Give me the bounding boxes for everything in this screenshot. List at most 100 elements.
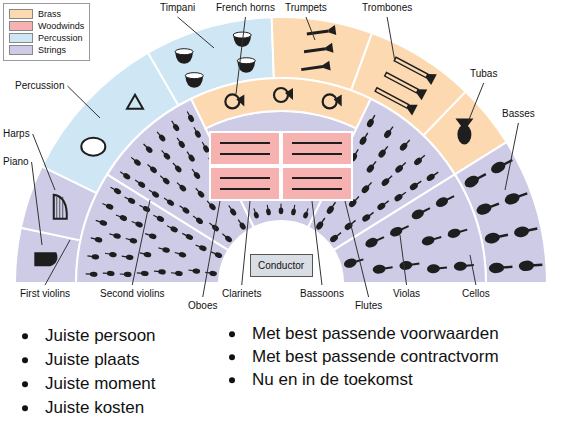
string-body — [214, 251, 223, 259]
string-neck — [153, 215, 159, 219]
string-icon — [137, 270, 149, 276]
string-body — [185, 233, 194, 241]
string-neck — [354, 196, 360, 202]
horn-coil — [323, 94, 337, 108]
string-icon — [109, 231, 122, 239]
section-label: Flutes — [355, 300, 382, 312]
bullet-dot — [22, 381, 28, 387]
string-neck — [86, 273, 92, 274]
string-icon — [236, 218, 247, 231]
woodwind-box — [210, 167, 280, 200]
string-neck — [195, 188, 200, 193]
string-icon — [175, 181, 187, 193]
string-icon — [279, 204, 284, 215]
string-body — [503, 191, 521, 206]
bullet-dot — [229, 377, 235, 383]
string-body — [119, 214, 128, 222]
bullet-text: Met best passende voorwaarden — [252, 324, 499, 344]
legend-row: Percussion — [9, 33, 84, 43]
horn-area — [191, 78, 371, 128]
woodwind-icon — [220, 153, 270, 155]
timpani-icon — [175, 49, 193, 64]
string-neck — [445, 195, 455, 201]
string-body — [463, 173, 481, 189]
section-label: Piano — [3, 156, 29, 168]
string-body — [137, 180, 146, 189]
string-icon — [131, 219, 144, 228]
string-neck — [177, 182, 182, 187]
string-neck — [280, 204, 281, 209]
string-neck — [354, 149, 359, 156]
string-neck — [187, 111, 191, 117]
string-icon — [144, 231, 157, 240]
legend-swatch — [9, 45, 33, 55]
string-neck — [157, 131, 162, 136]
trombone-bell — [405, 101, 418, 115]
string-body — [489, 159, 507, 175]
string-body — [484, 231, 501, 244]
trumpet-tube — [304, 47, 326, 53]
horn-icon — [274, 88, 293, 102]
legend-text: Woodwinds — [38, 21, 84, 31]
string-icon — [121, 254, 134, 261]
section-label: Timpani — [160, 2, 195, 14]
node-text: Conductor — [258, 260, 304, 271]
string-neck — [222, 233, 227, 238]
horn-bell — [334, 94, 342, 106]
string-icon — [361, 210, 375, 223]
string-neck — [126, 238, 132, 241]
section-label: French horns — [216, 2, 275, 14]
string-neck — [331, 202, 336, 208]
string-neck — [175, 252, 181, 255]
legend-row: Woodwinds — [9, 21, 84, 31]
string-neck — [87, 255, 93, 257]
trombone-icon — [383, 69, 427, 100]
timpani-icon — [185, 73, 203, 88]
section-label: Percussion — [15, 80, 64, 92]
string-icon — [427, 263, 448, 274]
string-neck — [368, 212, 374, 217]
string-body — [302, 211, 309, 219]
string-body — [105, 203, 114, 211]
leader-line — [312, 201, 322, 285]
string-neck — [496, 234, 508, 239]
string-neck — [171, 272, 177, 274]
string-neck — [193, 216, 198, 221]
string-neck — [211, 251, 217, 255]
trombone-icon — [392, 54, 436, 85]
string-icon — [421, 233, 443, 247]
piano-icon — [34, 252, 57, 266]
horn-icon — [323, 94, 342, 108]
string-neck — [167, 225, 173, 229]
string-icon — [503, 189, 529, 207]
string-icon — [166, 223, 179, 233]
string-neck — [209, 222, 214, 227]
section-label: Cellos — [462, 288, 490, 300]
drum-head — [175, 49, 193, 55]
string-neck — [432, 172, 438, 177]
string-body — [127, 197, 136, 205]
string-body — [162, 247, 171, 254]
leader-line — [203, 201, 220, 297]
string-icon — [393, 190, 407, 203]
bullet-dot — [22, 357, 28, 363]
string-neck — [96, 220, 102, 223]
string-icon — [192, 214, 205, 225]
trombone-icon — [373, 84, 417, 115]
drum-head — [233, 32, 251, 38]
string-neck — [102, 203, 108, 207]
string-body — [253, 211, 260, 219]
string-neck — [487, 203, 499, 209]
string-icon — [365, 159, 378, 173]
string-neck — [306, 208, 309, 213]
string-icon — [87, 253, 99, 260]
string-icon — [291, 204, 297, 215]
tuba-bell — [455, 118, 473, 126]
string-icon — [463, 169, 489, 189]
woodwind-boxes — [210, 132, 352, 200]
string-icon — [175, 136, 186, 149]
string-body — [513, 225, 530, 238]
string-body — [202, 144, 210, 153]
string-neck — [293, 205, 295, 211]
string-icon — [152, 213, 165, 223]
